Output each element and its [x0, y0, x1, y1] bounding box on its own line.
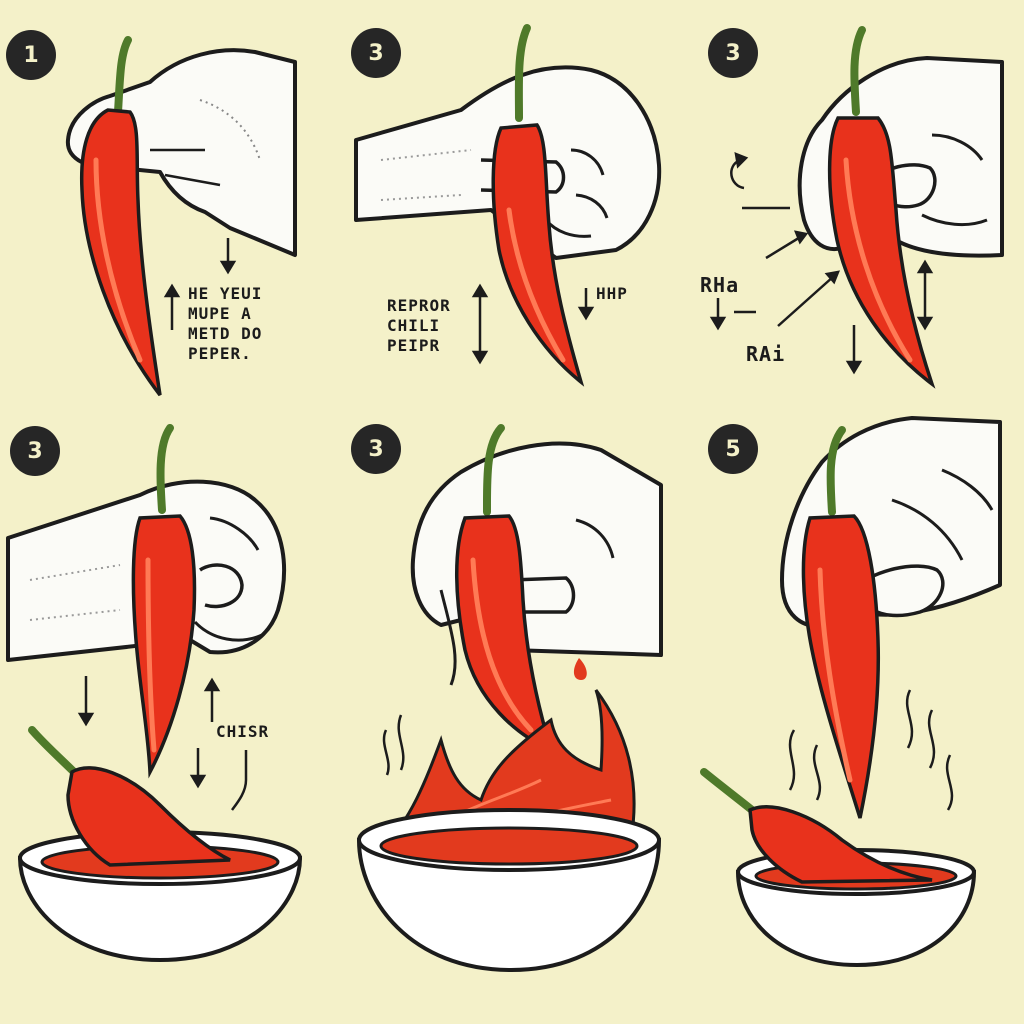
step-5-panel: 3	[341, 400, 682, 973]
step-number-badge: 3	[10, 426, 60, 476]
caption-line: PEIPR	[387, 336, 441, 355]
step-4-panel: 3 CHISR	[0, 400, 341, 963]
caption-line: REPROR	[387, 296, 451, 315]
hand-icon	[410, 441, 663, 686]
step-caption: CHISR	[216, 722, 270, 741]
caption-line: PEPER.	[188, 344, 252, 363]
chili-pepper-icon	[801, 426, 881, 819]
chili-pepper-icon	[827, 26, 936, 389]
step-caption: HE YEUI MUPE A METD DO PEPER.	[188, 284, 262, 364]
bowl-icon	[356, 808, 662, 973]
flame-icon	[377, 658, 636, 852]
step-2-panel: 3 REPROR CHILI PEIPR HHP	[341, 0, 682, 400]
step-caption-top: RHa	[700, 273, 740, 297]
step-number-badge: 3	[351, 28, 401, 78]
caption-line: HE YEUI	[188, 284, 263, 303]
step-caption-left: REPROR CHILI PEIPR	[387, 296, 451, 356]
steam-icon	[788, 689, 954, 811]
step-1-panel: 1 HE YEUI MUPE A METD DO PEPER.	[0, 0, 341, 400]
arrow-icon	[77, 676, 248, 811]
caption-line: MUPE A	[188, 304, 252, 323]
chili-pepper-icon	[79, 36, 162, 397]
caption-line: CHILI	[387, 316, 441, 335]
caption-line: METD DO	[188, 324, 263, 343]
hand-icon	[780, 416, 1002, 628]
step-number-badge: 3	[708, 28, 758, 78]
hand-icon	[65, 48, 297, 257]
chili-pepper-icon	[491, 24, 585, 387]
arrow-icon	[163, 238, 237, 330]
arrow-icon	[709, 152, 934, 375]
steam-icon	[382, 714, 405, 776]
arrow-icon	[471, 283, 595, 365]
step-number-badge: 1	[6, 30, 56, 80]
step-number-badge: 5	[708, 424, 758, 474]
step-6-panel: 5	[682, 400, 1023, 968]
chili-pepper-icon	[28, 726, 237, 867]
chili-pepper-icon	[131, 424, 197, 779]
step-number-badge: 3	[351, 424, 401, 474]
step-caption-right: HHP	[596, 284, 628, 303]
chili-pepper-icon	[700, 768, 933, 884]
step-3-panel: 3 RHa RAi	[682, 0, 1023, 400]
step-caption-bottom: RAi	[746, 342, 786, 366]
